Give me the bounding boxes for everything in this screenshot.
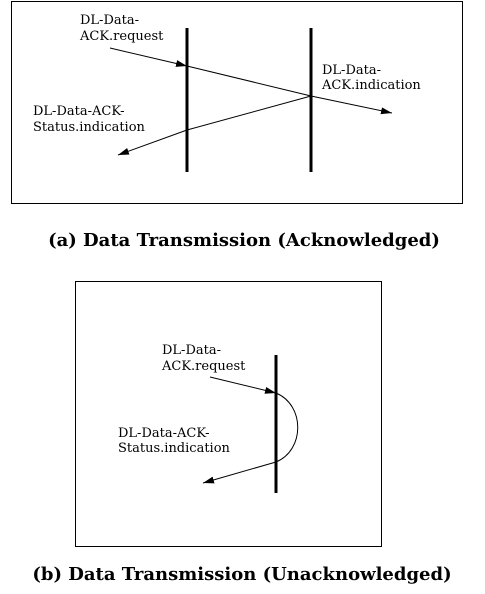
panel-a-frame — [11, 1, 463, 204]
panel-a-status-arrow — [117, 129, 188, 156]
panel-b-status-label: DL-Data-ACK- Status.indication — [118, 426, 231, 456]
panel-b-request-arrow — [209, 376, 277, 394]
panel-b-request-label: DL-Data- ACK.request — [161, 343, 246, 374]
panel-a-status-label: DL-Data-ACK- Status.indication — [33, 104, 146, 135]
panel-b-caption: (b) Data Transmission (Unacknowledged) — [32, 564, 451, 585]
panel-a-data-transfer-line — [186, 65, 312, 97]
panel-a-request-arrow — [109, 47, 188, 67]
panel-b-frame — [75, 281, 382, 547]
panel-a-indication-label: DL-Data- ACK.indication — [321, 63, 421, 93]
panel-a-request-label: DL-Data- ACK.request — [79, 13, 164, 44]
panel-b: DL-Data- ACK.request DL-Data-ACK- Status… — [32, 281, 452, 585]
panel-b-status-arrow — [202, 461, 277, 484]
panel-a-caption: (a) Data Transmission (Acknowledged) — [48, 230, 440, 251]
panel-a-indication-arrow — [310, 95, 393, 115]
panel-b-local-loop-curve — [275, 392, 299, 463]
panel-a: DL-Data- ACK.request DL-Data- ACK.indica… — [11, 1, 463, 251]
panel-a-ack-return-line — [186, 95, 312, 131]
